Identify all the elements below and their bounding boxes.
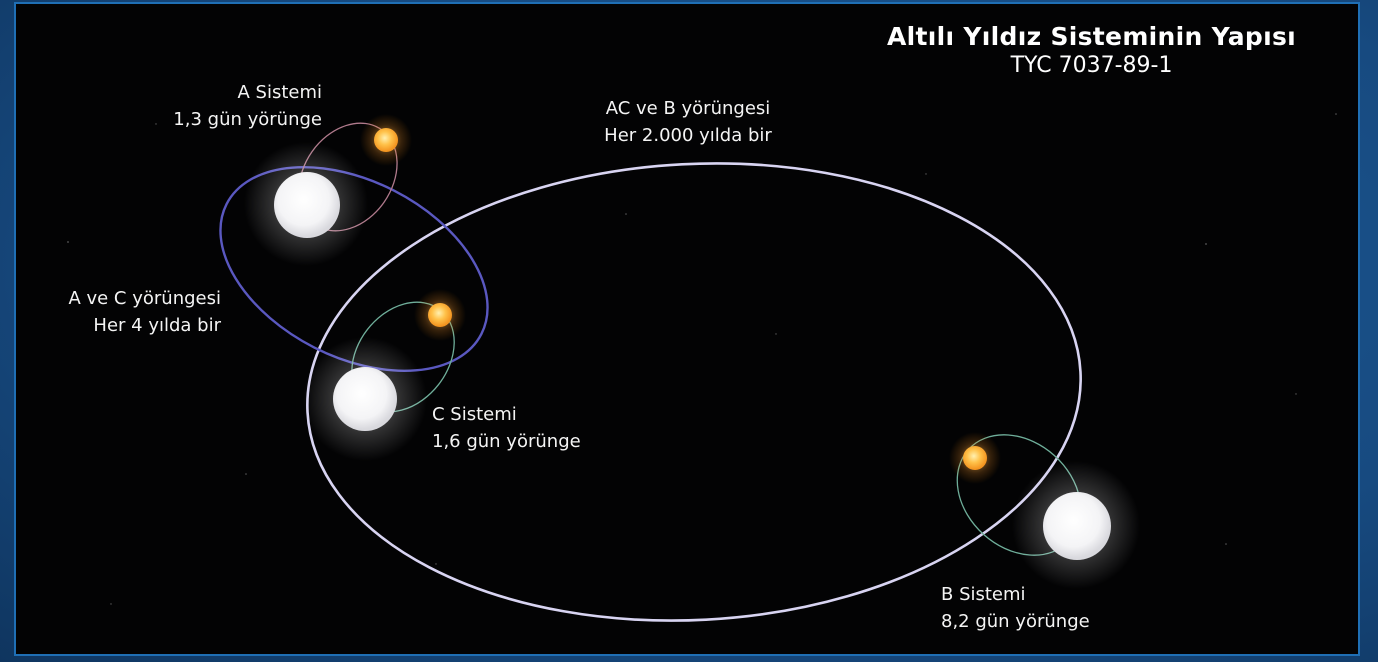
label-system-b-period: 8,2 gün yörünge	[941, 611, 1090, 632]
star-b-white	[1012, 461, 1140, 589]
star-a-white	[244, 142, 368, 266]
label-orbit-a-c-period: Her 4 yılda bir	[93, 315, 221, 336]
label-orbit-ac-b-period: Her 2.000 yılda bir	[604, 125, 772, 146]
label-orbit-ac-b: AC ve B yörüngesi Her 2.000 yılda bir	[578, 95, 798, 149]
diagram-panel: Altılı Yıldız Sisteminin Yapısı TYC 7037…	[14, 2, 1360, 656]
label-system-a-name: A Sistemi	[237, 82, 322, 103]
label-system-a: A Sistemi 1,3 gün yörünge	[173, 79, 322, 133]
label-system-c-period: 1,6 gün yörünge	[432, 431, 581, 452]
title-subtitle: TYC 7037-89-1	[1010, 53, 1173, 78]
orbit-diagram	[67, 113, 1337, 622]
label-orbit-ac-b-name: AC ve B yörüngesi	[605, 98, 771, 119]
star-c-white	[303, 337, 427, 461]
label-system-b: B Sistemi 8,2 gün yörünge	[941, 581, 1090, 635]
title-main: Altılı Yıldız Sisteminin Yapısı	[887, 22, 1296, 51]
label-orbit-a-c-name: A ve C yörüngesi	[68, 288, 221, 309]
star-c-orange	[414, 289, 466, 341]
label-system-c-name: C Sistemi	[432, 404, 517, 425]
label-system-a-period: 1,3 gün yörünge	[173, 109, 322, 130]
diagram-title: Altılı Yıldız Sisteminin Yapısı TYC 7037…	[887, 22, 1296, 78]
star-b-orange	[949, 432, 1001, 484]
orbit-a-c	[219, 166, 489, 372]
background-stars	[67, 113, 1337, 605]
label-orbit-a-c: A ve C yörüngesi Her 4 yılda bir	[68, 285, 221, 339]
label-system-c: C Sistemi 1,6 gün yörünge	[432, 401, 581, 455]
star-a-orange	[360, 114, 412, 166]
label-system-b-name: B Sistemi	[941, 584, 1026, 605]
